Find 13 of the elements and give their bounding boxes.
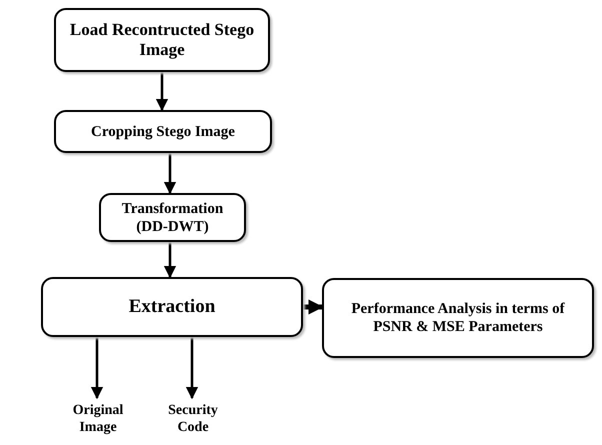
output-label: Security Code	[167, 403, 219, 437]
process-box: Performance Analysis in terms of PSNR & MSE Parameters	[322, 278, 594, 358]
process-box: Transformation (DD-DWT)	[99, 193, 246, 242]
process-box: Extraction	[41, 277, 303, 337]
process-box: Cropping Stego Image	[54, 110, 272, 153]
output-label: Original Image	[72, 403, 124, 437]
arrow	[156, 72, 168, 112]
arrow	[164, 153, 176, 194]
arrow	[186, 337, 198, 400]
process-box: Load Recontructed Stego Image	[54, 8, 270, 72]
arrow	[164, 242, 176, 278]
arrow	[90, 337, 104, 400]
arrow	[303, 300, 324, 314]
